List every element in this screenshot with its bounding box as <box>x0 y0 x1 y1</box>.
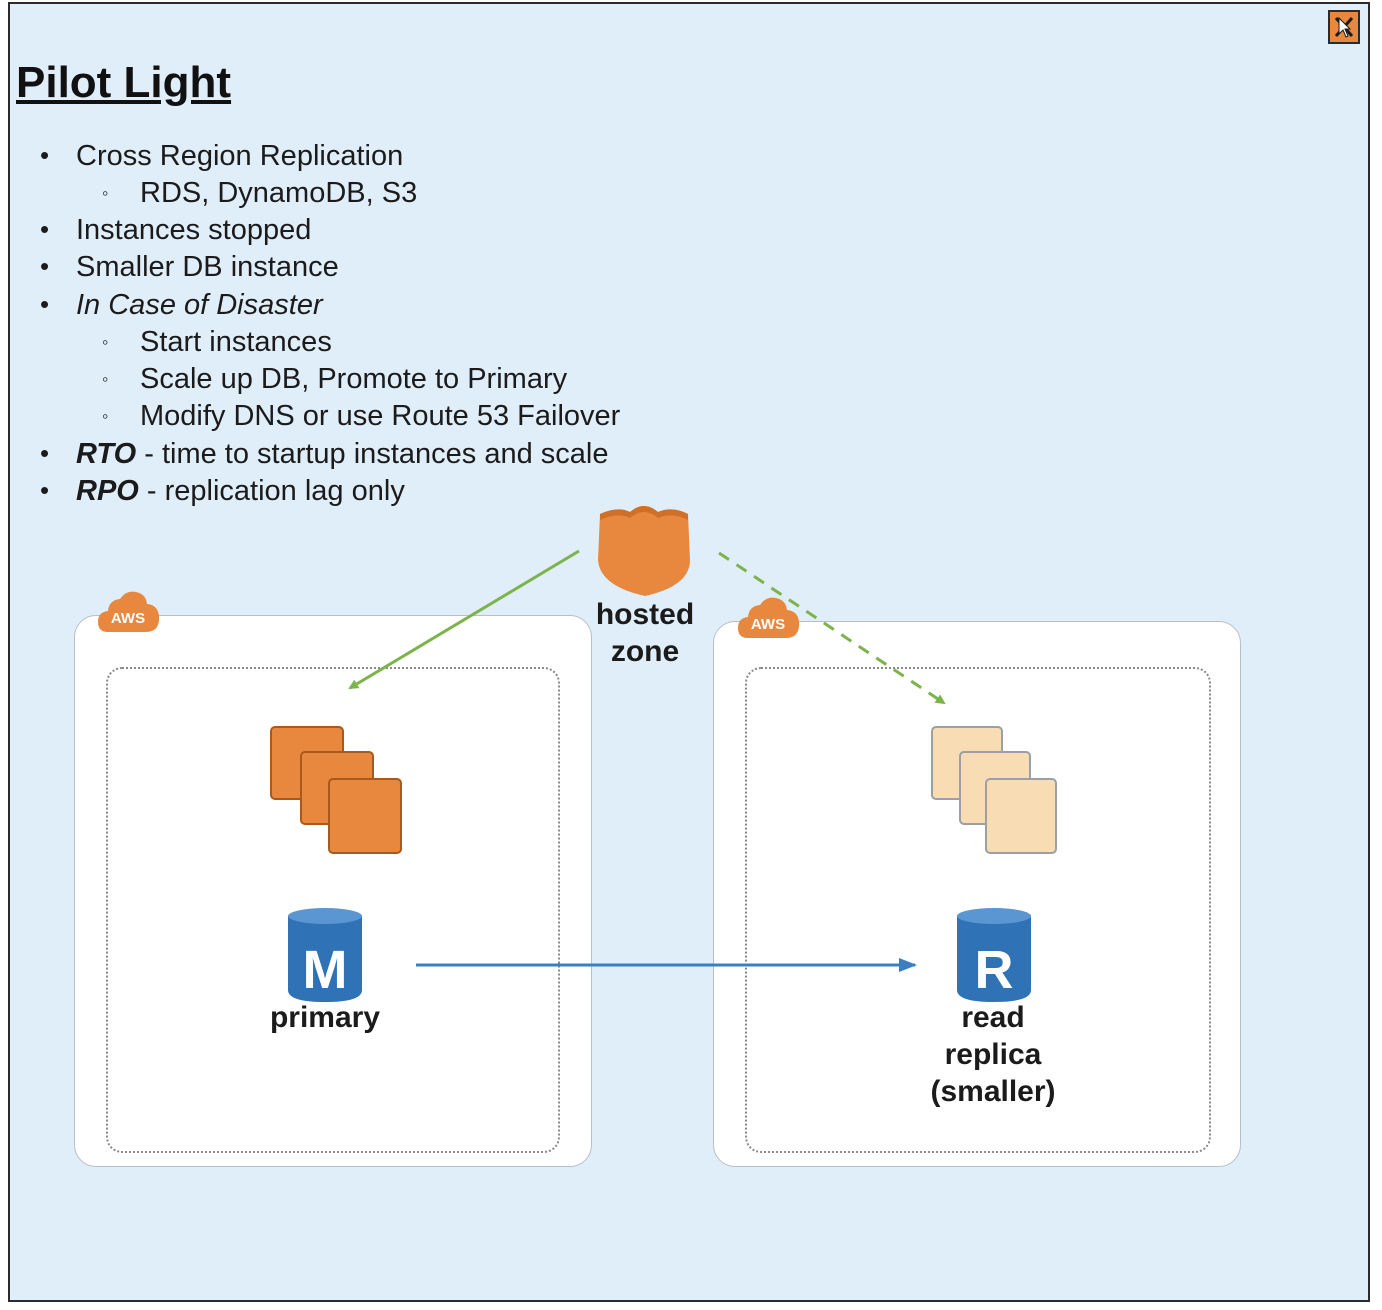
rpo-description: - replication lag only <box>138 475 405 507</box>
aws-badge-label: AWS <box>111 610 145 627</box>
aws-badge-label: AWS <box>751 616 785 633</box>
bullet-text-rich: RPO - replication lag only <box>76 475 405 508</box>
bullet-text: Start instances <box>140 326 332 358</box>
sub-bullet-dot: ◦ <box>102 332 109 352</box>
bullet-dot: • <box>40 251 50 281</box>
bullet-text: Smaller DB instance <box>76 251 339 283</box>
bullet-text: Instances stopped <box>76 214 312 246</box>
left-availability-zone <box>106 667 560 1153</box>
primary-db-label: primary <box>269 1001 381 1034</box>
bullet-text: Cross Region Replication <box>76 140 404 172</box>
right-region-box <box>713 621 1241 1167</box>
primary-db-letter: M <box>303 940 348 1000</box>
bullet-text: Modify DNS or use Route 53 Failover <box>140 400 621 432</box>
bullet-text: Scale up DB, Promote to Primary <box>140 363 568 395</box>
sub-bullet-dot: ◦ <box>102 406 109 426</box>
bullet-dot: • <box>40 475 50 505</box>
hosted-zone-label: hosted zone <box>585 596 705 670</box>
bullet-dot: • <box>40 289 50 319</box>
shield-icon <box>598 506 690 596</box>
slide-title: Pilot Light <box>16 58 232 107</box>
replica-db-letter: R <box>975 940 1014 1000</box>
replica-db-label: read replica (smaller) <box>900 999 1086 1110</box>
bullet-dot: • <box>40 214 50 244</box>
bullet-text: In Case of Disaster <box>76 289 323 321</box>
ec2-instances-icon <box>270 726 402 854</box>
bullet-text-rich: RTO - time to startup instances and scal… <box>76 438 608 471</box>
left-region-box <box>74 615 592 1167</box>
hosted-zone-line1: hosted <box>595 598 695 631</box>
rpo-label: RPO <box>76 475 139 507</box>
rto-description: - time to startup instances and scale <box>136 438 609 470</box>
bullet-dot: • <box>40 140 50 170</box>
ec2-instances-stopped-icon <box>931 726 1057 854</box>
sub-bullet-dot: ◦ <box>102 369 109 389</box>
close-button[interactable] <box>1328 10 1360 44</box>
active-dns-arrow <box>348 549 580 690</box>
replica-label-line3: (smaller) <box>930 1075 1056 1108</box>
bullet-dot: • <box>40 438 50 468</box>
right-availability-zone <box>745 667 1211 1153</box>
aws-cloud-icon: AWS <box>738 597 800 638</box>
hosted-zone-line2: zone <box>610 635 680 668</box>
replica-label-line2: replica <box>944 1038 1042 1071</box>
aws-cloud-icon: AWS <box>98 591 160 632</box>
close-icon <box>1334 16 1354 38</box>
read-replica-database-icon: R <box>957 908 1031 1002</box>
bullet-text: RDS, DynamoDB, S3 <box>140 177 418 209</box>
primary-database-icon: M <box>288 908 362 1002</box>
sub-bullet-dot: ◦ <box>102 183 109 203</box>
rto-label: RTO <box>76 438 137 470</box>
failover-dns-arrow <box>718 551 946 705</box>
replica-label-line1: read <box>961 1001 1025 1034</box>
